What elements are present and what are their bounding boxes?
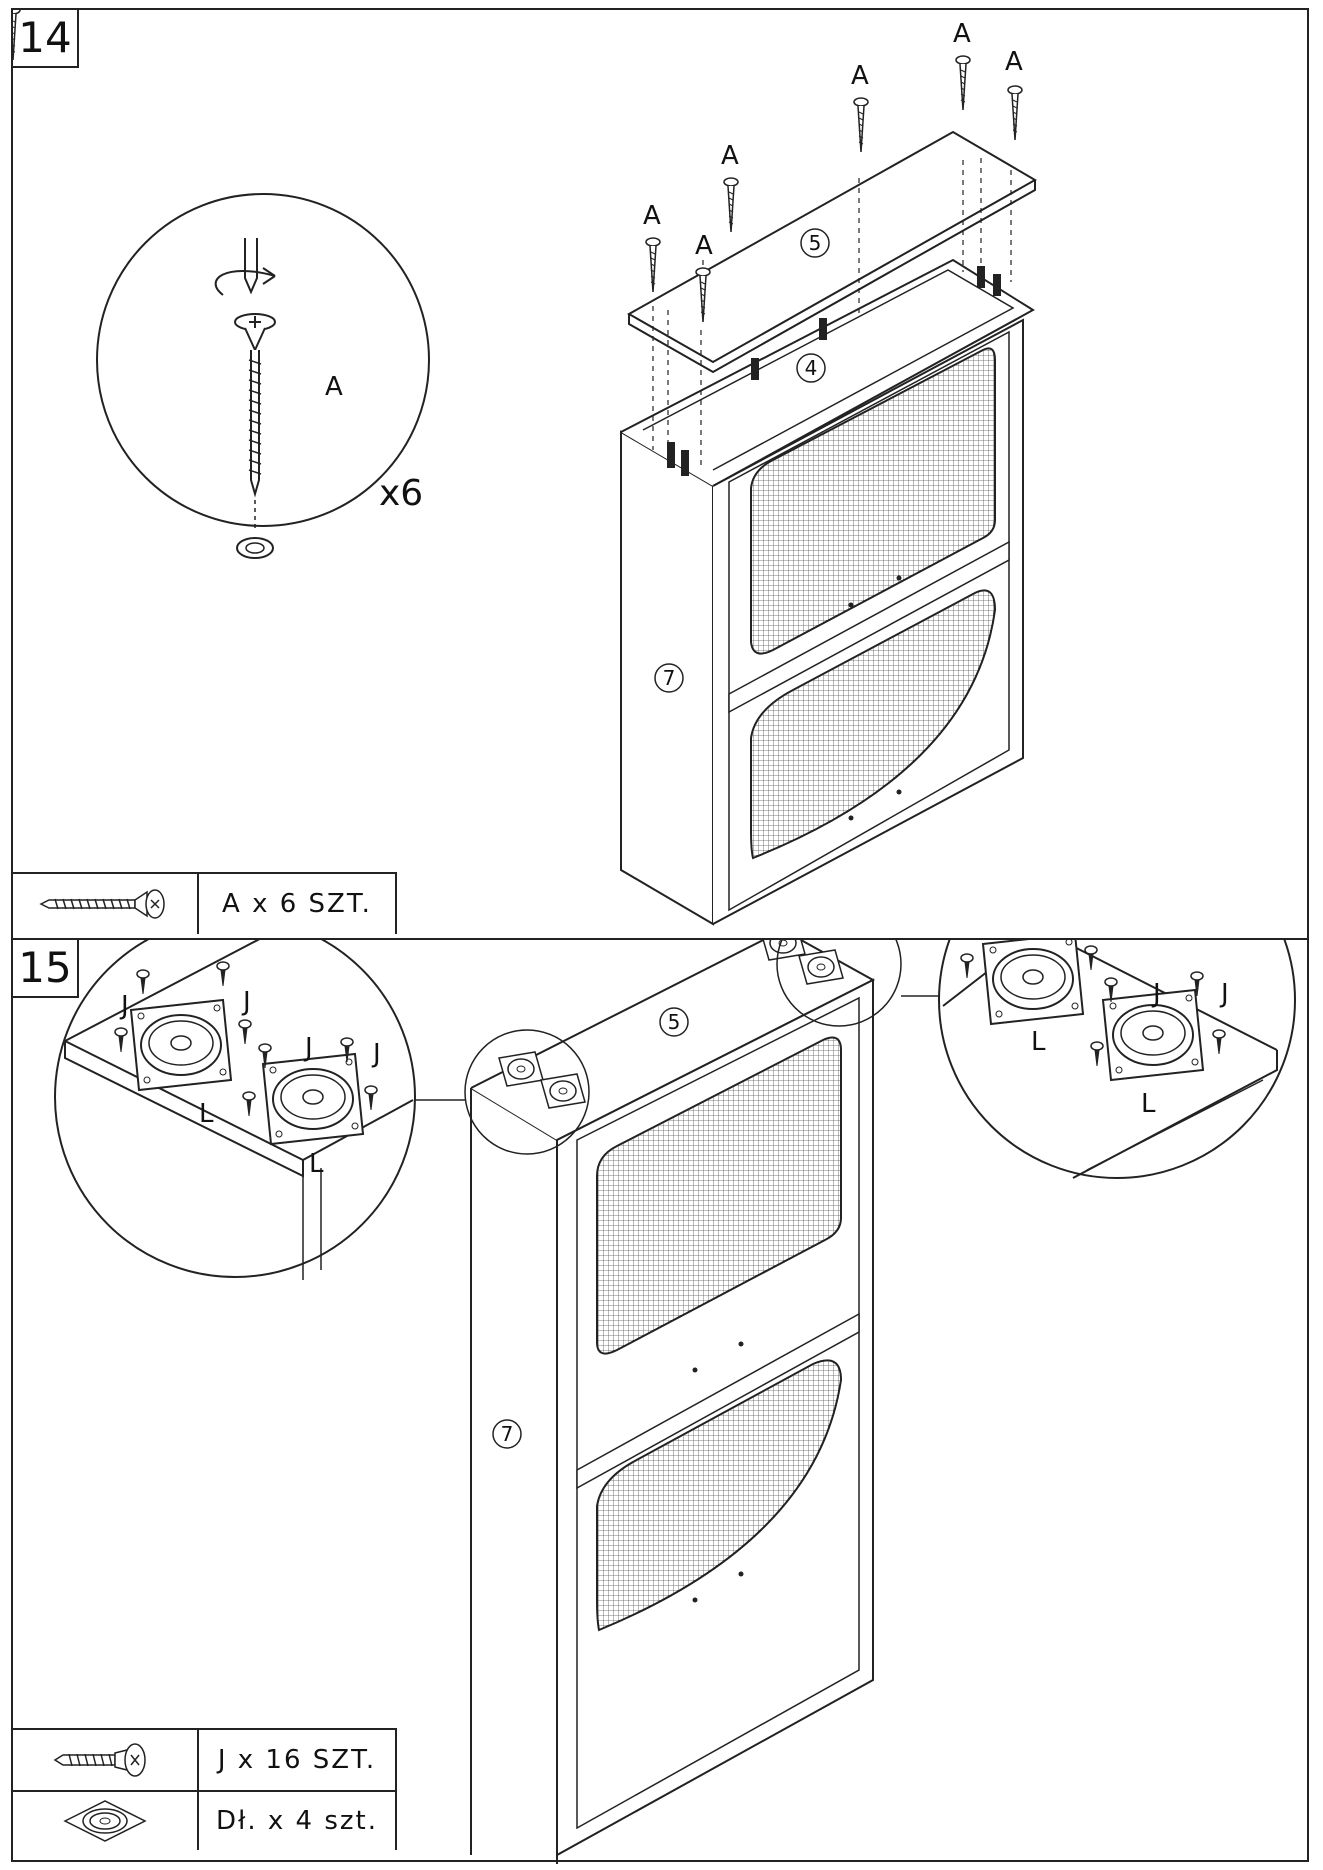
screw-label-j: J	[241, 987, 251, 1017]
screw-label-j: J	[303, 1033, 313, 1063]
panel-number-4: 4	[805, 356, 818, 380]
step-14-panel: 14 A x6	[11, 8, 1309, 940]
screw-label-a: A	[851, 61, 869, 91]
panel-number-7: 7	[501, 1422, 514, 1446]
screw-multiplier: x6	[379, 473, 423, 514]
screw-label-j: J	[1151, 979, 1161, 1009]
step-14-illustration: A x6 7	[13, 10, 1038, 926]
screw-label-a: A	[695, 231, 713, 261]
cabinet-body: 7 4	[620, 258, 1035, 926]
top-panel: 5	[626, 130, 1038, 470]
screw-label-a: A	[953, 19, 971, 49]
panel-number-5: 5	[809, 231, 822, 255]
plate-label-l: L	[199, 1099, 214, 1129]
panel-number-5: 5	[668, 1010, 681, 1034]
left-detail-circle: J J J J L L	[54, 940, 416, 1280]
screw-detail-circle: A x6	[96, 193, 430, 559]
right-detail-circle: J J J J L L	[938, 940, 1296, 1179]
parts-row: A x 6 SZT.	[13, 874, 395, 934]
parts-table: J x 16 SZT. Dł. x 4 szt.	[13, 1728, 397, 1850]
parts-row: Dł. x 4 szt.	[13, 1790, 395, 1850]
screw-label-j: J	[371, 1039, 381, 1069]
plate-label-l: L	[1141, 1089, 1156, 1119]
parts-row: J x 16 SZT.	[13, 1730, 395, 1790]
screw-label-a: A	[1005, 47, 1023, 77]
screw-label-a: A	[643, 201, 661, 231]
step-15-illustration: 5 7 J J J	[54, 940, 1296, 1864]
part-quantity: A x 6 SZT.	[222, 889, 372, 919]
cabinet-body: 5 7	[470, 940, 876, 1864]
screw-label-j: J	[119, 991, 129, 1021]
panel-number-7: 7	[663, 666, 676, 690]
wood-screw-icon	[13, 874, 199, 934]
step-15-panel: 15	[11, 938, 1309, 1864]
part-quantity: Dł. x 4 szt.	[215, 1806, 379, 1836]
pan-screw-icon	[13, 1730, 199, 1790]
screw-label-a: A	[721, 141, 739, 171]
screw-label-j: J	[1219, 979, 1229, 1009]
screw-letter: A	[325, 372, 343, 402]
screws-a: A A A A A A	[13, 10, 1023, 323]
parts-table: A x 6 SZT.	[13, 872, 397, 934]
step-number: 14	[13, 10, 79, 68]
part-quantity: J x 16 SZT.	[217, 1745, 377, 1775]
step-number: 15	[13, 940, 79, 998]
swivel-plate-icon	[13, 1792, 199, 1850]
plate-label-l: L	[1031, 1027, 1046, 1057]
plate-label-l: L	[309, 1149, 324, 1179]
